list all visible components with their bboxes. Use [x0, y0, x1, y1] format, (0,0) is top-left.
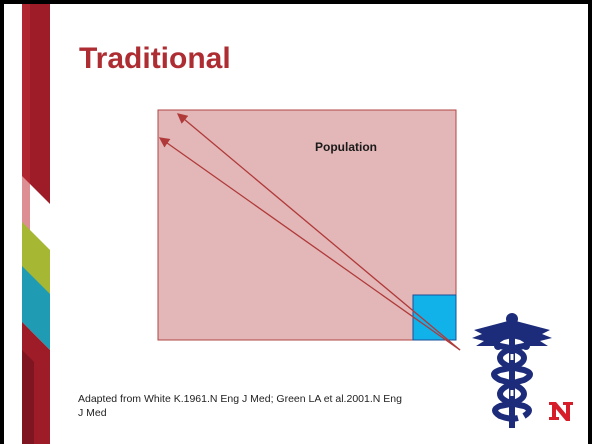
sample-box [412, 294, 457, 341]
arrow-lower [158, 137, 461, 351]
citation-text: Adapted from White K.1961.N Eng J Med; G… [78, 393, 402, 419]
arrow-upper [177, 113, 461, 351]
caduceus-icon [472, 313, 552, 428]
population-diagram [157, 109, 461, 351]
population-box [157, 109, 457, 341]
slide-canvas: Traditional Population [4, 4, 588, 444]
left-ribbon-decoration [4, 4, 50, 444]
university-n-logo [549, 402, 573, 421]
population-label: Population [315, 140, 377, 154]
slide-title: Traditional [79, 42, 231, 75]
